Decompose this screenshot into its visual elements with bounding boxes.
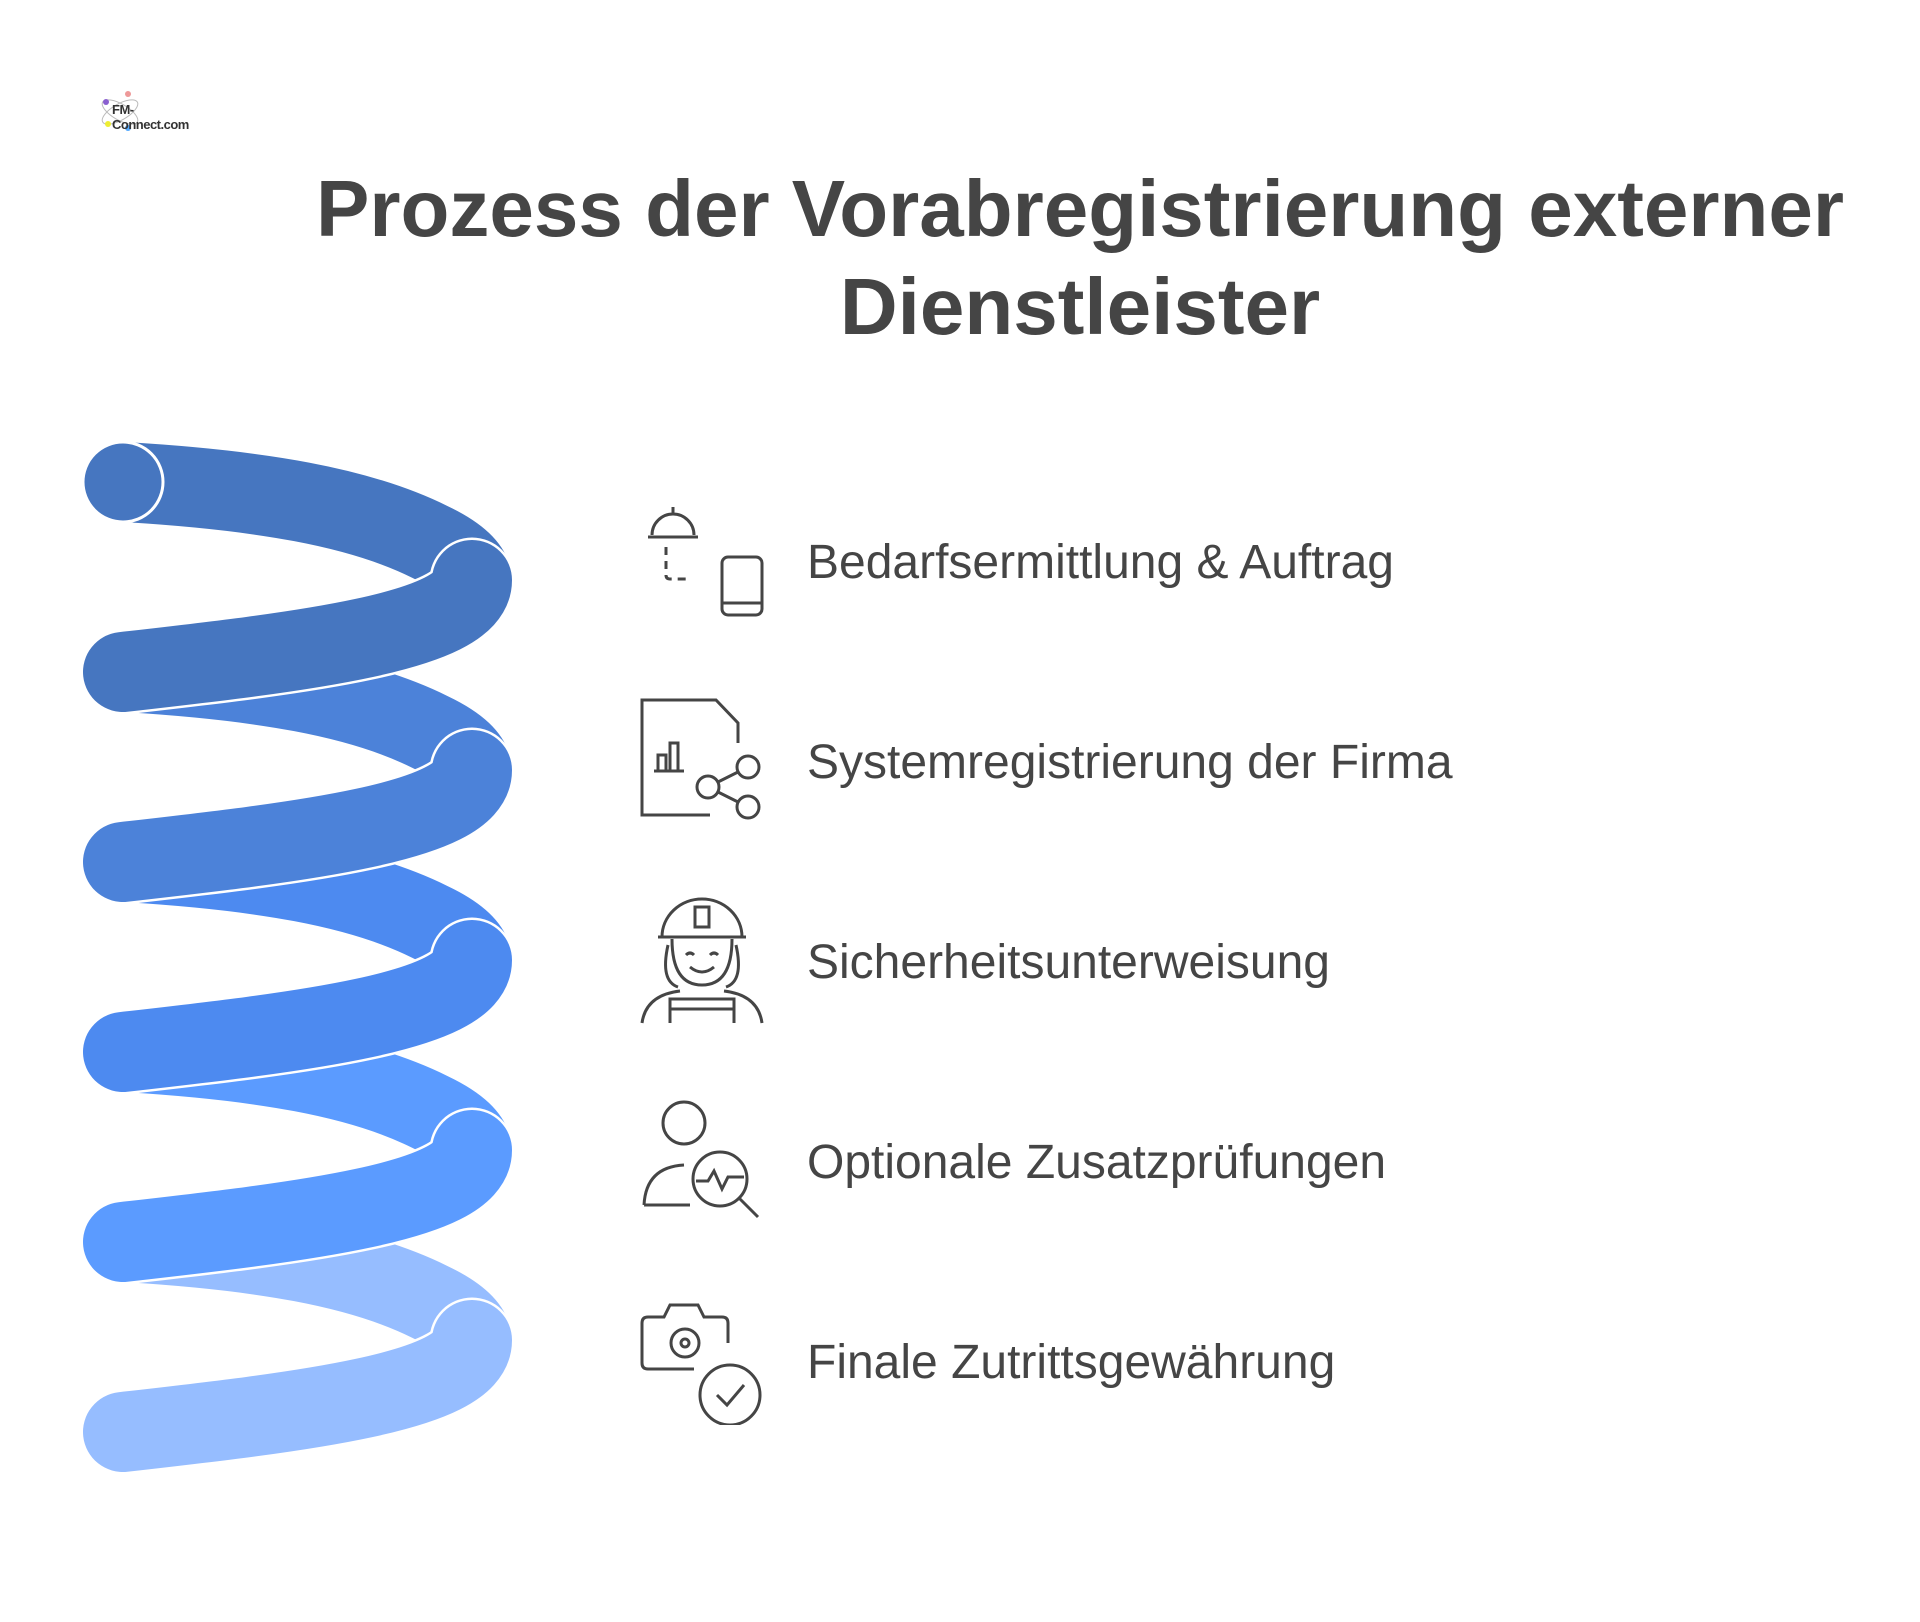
step-label: Systemregistrierung der Firma: [807, 736, 1453, 789]
step-1: Bedarfsermittlung & Auftrag: [640, 495, 1840, 625]
spiral-coil-front: [83, 540, 512, 712]
spiral-coil-front: [83, 730, 512, 902]
page-title: Prozess der Vorabregistrierung externer …: [260, 160, 1900, 356]
title-line-1: Prozess der Vorabregistrierung externer: [316, 164, 1844, 253]
logo-atom-icon: [101, 91, 139, 131]
step-2: Systemregistrierung der Firma: [640, 695, 1840, 825]
title-line-2: Dienstleister: [839, 262, 1321, 351]
spiral-coil-front: [83, 1110, 512, 1282]
step-4: Optionale Zusatzprüfungen: [640, 1095, 1840, 1225]
step-label: Bedarfsermittlung & Auftrag: [807, 536, 1394, 589]
step-label: Finale Zutrittsgewährung: [807, 1336, 1336, 1389]
step-5: Finale Zutrittsgewährung: [640, 1295, 1840, 1425]
spiral-coil-back: [83, 442, 512, 622]
spiral-graphic: [80, 439, 515, 1475]
camera-check-icon: [640, 1303, 762, 1425]
logo-text: FM-Connect.com: [112, 102, 189, 132]
service-bell-phone-icon: [648, 507, 764, 617]
step-3: Sicherheitsunterweisung: [640, 895, 1840, 1025]
document-chart-share-icon: [640, 698, 761, 820]
construction-worker-icon: [640, 897, 764, 1024]
logo: FM-Connect.com: [98, 88, 198, 138]
spiral-coil-front: [83, 1300, 512, 1472]
person-search-analysis-icon: [642, 1100, 760, 1219]
spiral-coil-front: [83, 920, 512, 1092]
spiral-end-cap: [81, 440, 165, 524]
step-label: Sicherheitsunterweisung: [807, 936, 1330, 989]
step-label: Optionale Zusatzprüfungen: [807, 1136, 1387, 1189]
